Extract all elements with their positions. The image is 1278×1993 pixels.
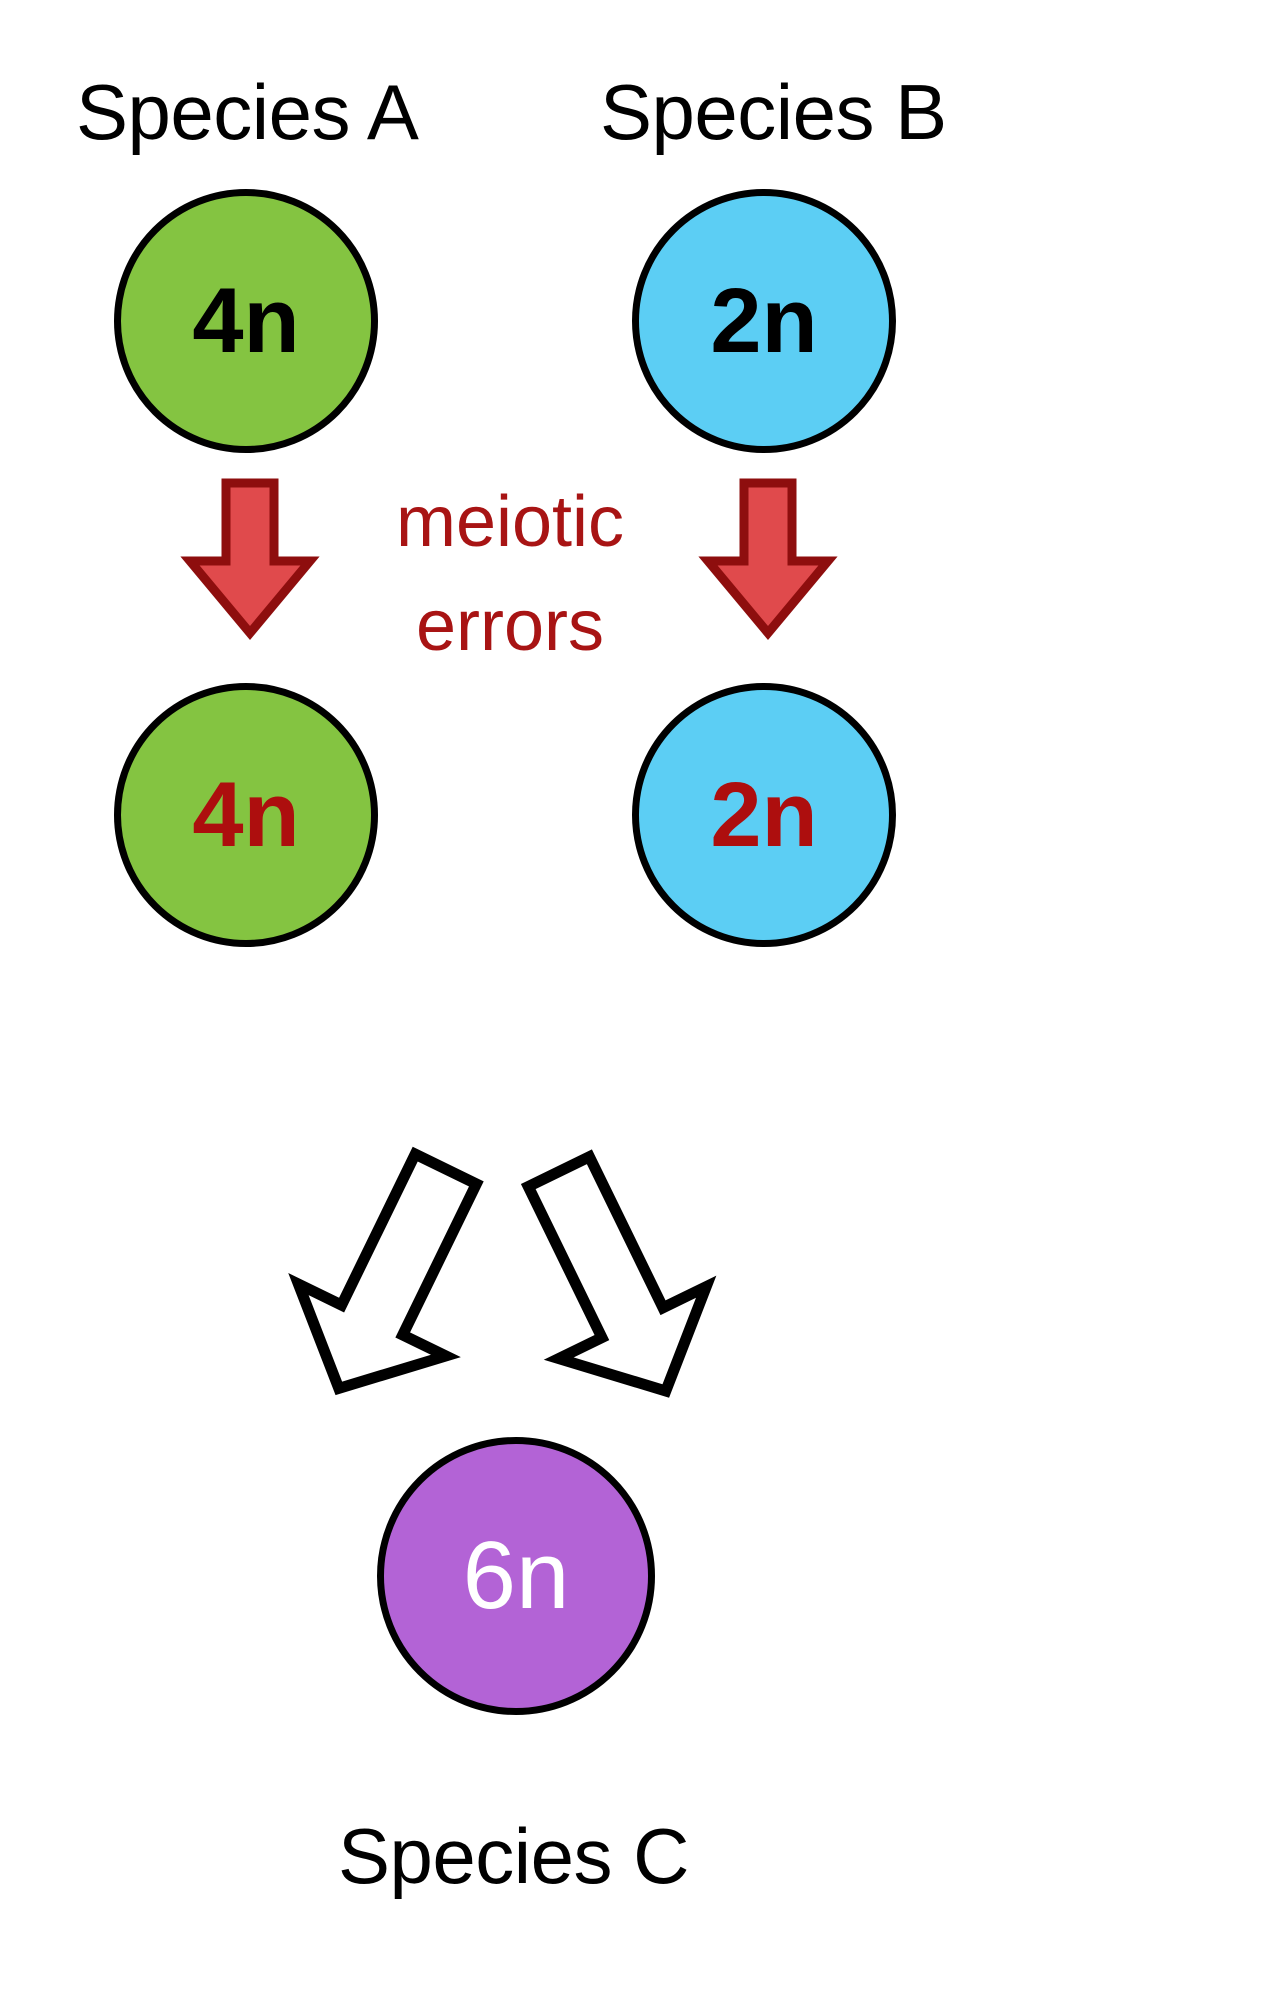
species-c-label: Species C xyxy=(338,1812,690,1900)
fusion-arrow-left-icon xyxy=(288,1146,484,1396)
node-parent-a[interactable]: 4n xyxy=(114,189,378,453)
node-parent-b[interactable]: 2n xyxy=(632,189,896,453)
node-gamete-a-label: 4n xyxy=(192,764,300,866)
species-b-label: Species B xyxy=(600,68,947,156)
fusion-arrow-right-icon xyxy=(520,1149,717,1398)
node-gamete-b-label: 2n xyxy=(710,764,818,866)
meiotic-errors-line-2: errors xyxy=(415,586,604,667)
meiosis-arrow-left-icon xyxy=(180,478,320,641)
node-hybrid-c-label: 6n xyxy=(462,1522,570,1629)
node-hybrid-c[interactable]: 6n xyxy=(377,1437,655,1715)
node-parent-a-label: 4n xyxy=(192,270,300,372)
node-parent-b-label: 2n xyxy=(710,270,818,372)
meiotic-errors-line-1: meiotic xyxy=(395,482,625,562)
meiotic-errors-annotation: meiotic errors xyxy=(360,470,660,679)
node-gamete-b[interactable]: 2n xyxy=(632,683,896,947)
meiosis-arrow-right-icon xyxy=(698,478,838,641)
species-a-label: Species A xyxy=(76,68,419,156)
node-gamete-a[interactable]: 4n xyxy=(114,683,378,947)
